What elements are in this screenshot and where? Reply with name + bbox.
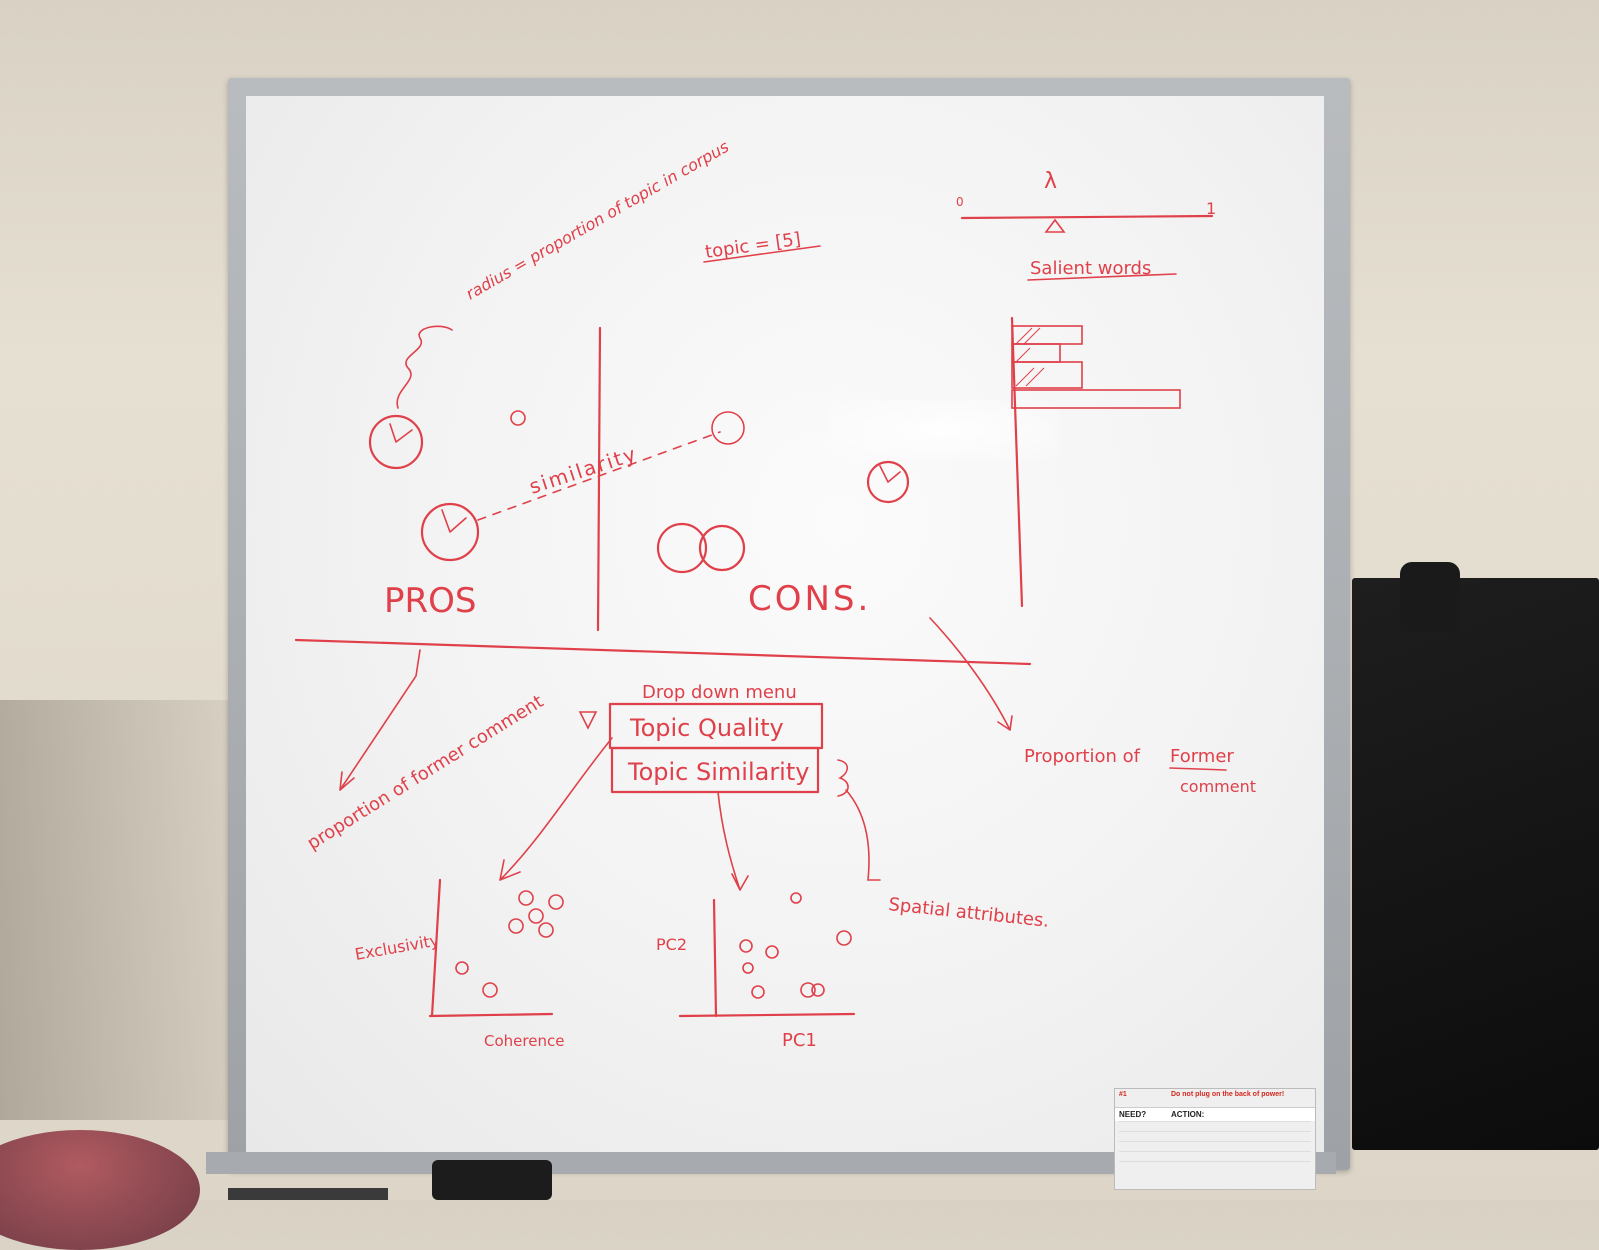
sign-row <box>1119 1121 1311 1131</box>
sign-header-left: #1 <box>1119 1091 1127 1098</box>
sign-row <box>1119 1141 1311 1151</box>
wall-shadow <box>0 700 260 1120</box>
webcam <box>1400 562 1460 632</box>
power-notice-sign: #1 Do not plug on the back of power! NEE… <box>1114 1088 1316 1190</box>
sign-header: #1 Do not plug on the back of power! <box>1115 1089 1315 1107</box>
whiteboard-eraser <box>432 1160 552 1200</box>
chair-back <box>0 1130 200 1250</box>
sign-col-action: ACTION: <box>1171 1110 1205 1119</box>
sign-columns: NEED? ACTION: <box>1115 1107 1315 1121</box>
sign-header-right: Do not plug on the back of power! <box>1171 1091 1285 1098</box>
sign-row <box>1119 1151 1311 1161</box>
light-glare <box>830 400 1060 460</box>
sign-col-need: NEED? <box>1119 1110 1147 1119</box>
remote-control <box>228 1188 388 1200</box>
sign-row <box>1119 1131 1311 1141</box>
sign-row <box>1119 1161 1311 1171</box>
monitor-screen <box>1352 578 1599 1150</box>
whiteboard-surface <box>246 96 1324 1158</box>
